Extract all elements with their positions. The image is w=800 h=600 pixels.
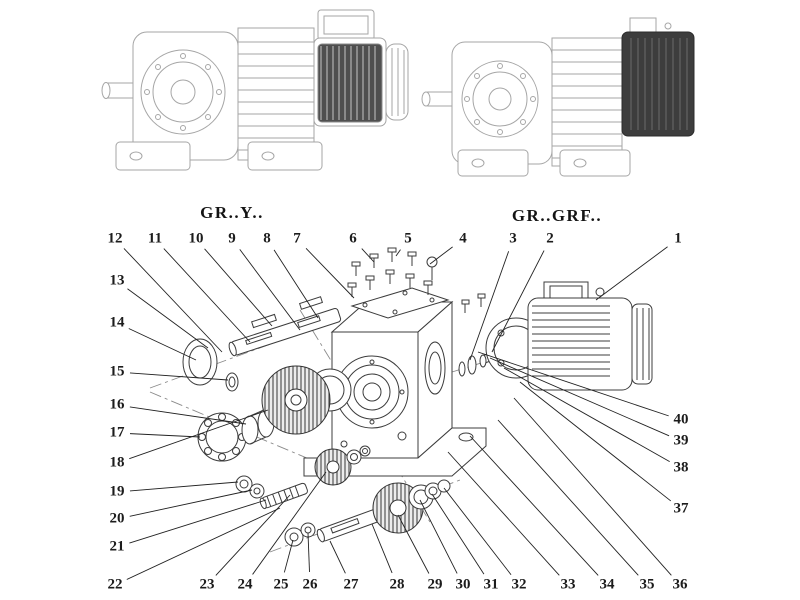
oil-seal-and-rings [182, 338, 239, 392]
leader-line-33 [447, 451, 560, 576]
leader-line-40 [477, 351, 669, 417]
model-label-left: GR..Y.. [200, 203, 264, 222]
model-label-right: GR..GRF.. [511, 206, 603, 225]
leader-line-30 [419, 499, 458, 574]
callout-number-34: 34 [599, 576, 615, 593]
leader-line-26 [307, 532, 310, 573]
leader-line-9 [239, 249, 301, 331]
leader-line-7 [305, 248, 355, 299]
intermediate-gear [314, 445, 371, 486]
callout-number-1: 1 [674, 230, 682, 247]
leader-line-11 [163, 248, 251, 343]
leader-line-35 [497, 419, 639, 576]
callout-number-5: 5 [404, 230, 412, 247]
callout-number-37: 37 [673, 500, 689, 517]
leader-lines [123, 246, 672, 580]
callout-number-9: 9 [228, 230, 236, 247]
leader-line-18 [129, 409, 269, 460]
eye-bolt [426, 256, 438, 280]
input-shaft-small-parts [458, 293, 487, 377]
callout-number-35: 35 [639, 576, 655, 593]
leader-line-8 [273, 249, 319, 319]
callout-number-21: 21 [109, 538, 125, 555]
leader-line-6 [361, 248, 375, 263]
leader-line-19 [129, 481, 239, 492]
cover-bolt [347, 247, 433, 297]
callout-number-27: 27 [343, 576, 359, 593]
callout-number-26: 26 [302, 576, 318, 593]
leader-line-34 [469, 435, 599, 576]
callout-number-22: 22 [107, 576, 123, 593]
pinion-shaft-and-washers [235, 475, 308, 510]
callout-number-8: 8 [263, 230, 271, 247]
callout-number-2: 2 [546, 230, 554, 247]
callout-number-30: 30 [455, 576, 471, 593]
callout-number-4: 4 [459, 230, 467, 247]
callout-number-36: 36 [672, 576, 688, 593]
callout-number-25: 25 [273, 576, 289, 593]
leader-line-31 [431, 493, 485, 575]
assembled-gearmotor-left [101, 9, 409, 171]
leader-line-38 [503, 367, 670, 462]
callout-number-40: 40 [673, 411, 689, 428]
leader-line-14 [128, 328, 197, 361]
leader-line-32 [443, 487, 512, 575]
callout-number-28: 28 [389, 576, 405, 593]
large-gear [261, 365, 352, 435]
callout-number-12: 12 [107, 230, 123, 247]
leader-line-23 [215, 494, 291, 576]
callout-number-7: 7 [293, 230, 301, 247]
callout-number-23: 23 [199, 576, 215, 593]
leader-line-20 [129, 489, 253, 517]
callout-number-33: 33 [560, 576, 576, 593]
leader-line-22 [126, 507, 281, 580]
leader-line-36 [513, 397, 672, 576]
leader-line-27 [329, 540, 346, 574]
callout-number-18: 18 [109, 454, 125, 471]
input-shaft [228, 296, 342, 357]
callout-number-3: 3 [509, 230, 517, 247]
leader-line-39 [489, 357, 670, 437]
leader-line-17 [129, 433, 201, 438]
leader-line-10 [204, 248, 273, 327]
leader-line-13 [127, 288, 209, 349]
callout-number-19: 19 [109, 483, 125, 500]
callout-number-17: 17 [109, 424, 125, 441]
callout-number-14: 14 [109, 314, 125, 331]
leader-line-15 [129, 372, 229, 381]
callout-number-32: 32 [511, 576, 527, 593]
callout-number-31: 31 [483, 576, 499, 593]
leader-line-24 [252, 471, 327, 575]
leader-line-29 [397, 514, 430, 574]
leader-line-21 [129, 499, 267, 544]
leader-line-5 [395, 249, 401, 257]
leader-line-37 [519, 381, 672, 502]
callout-number-39: 39 [673, 432, 689, 449]
leader-line-16 [129, 406, 247, 425]
leader-line-3 [469, 251, 510, 361]
callout-number-13: 13 [109, 272, 125, 289]
assembled-gearmotor-right [421, 17, 695, 177]
callout-number-15: 15 [109, 363, 125, 380]
electric-motor [481, 281, 653, 391]
leader-line-25 [283, 539, 294, 573]
exploded-view [149, 247, 653, 553]
leader-line-4 [429, 246, 453, 265]
callout-number-11: 11 [147, 230, 163, 247]
callout-number-6: 6 [349, 230, 357, 247]
callout-number-16: 16 [109, 396, 125, 413]
callout-number-24: 24 [237, 576, 253, 593]
callout-number-10: 10 [188, 230, 204, 247]
callout-number-20: 20 [109, 510, 125, 527]
leader-line-12 [123, 248, 223, 353]
callout-number-29: 29 [427, 576, 443, 593]
leader-line-1 [595, 246, 668, 301]
cover-plate-and-bolts [347, 247, 450, 319]
leader-line-2 [491, 250, 545, 353]
output-shaft-assembly [284, 479, 451, 547]
callout-number-38: 38 [673, 459, 689, 476]
leader-line-28 [371, 523, 393, 574]
